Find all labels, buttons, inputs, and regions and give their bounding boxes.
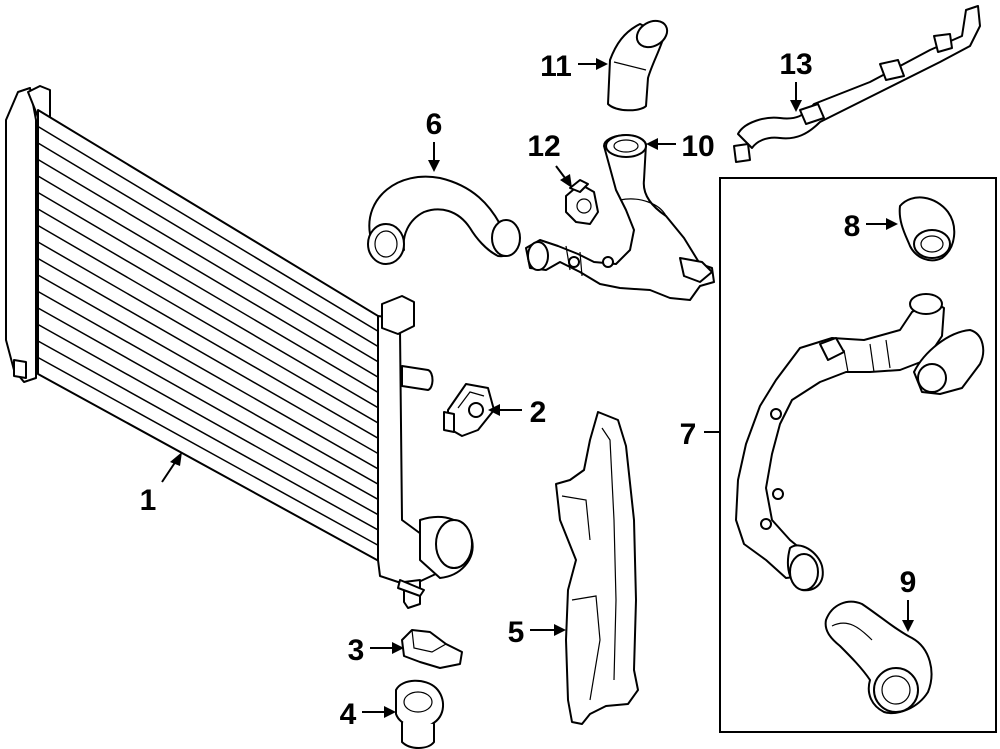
- callout-12: 12: [527, 130, 560, 163]
- core-fin-line: [37, 241, 389, 445]
- air-deflector-part-5: [555, 411, 639, 725]
- assembly-box-part-7: [719, 177, 997, 733]
- hose-part-8: [898, 196, 956, 262]
- hose-part-11: [607, 19, 669, 112]
- intercooler-core: [5, 85, 474, 609]
- clip-part-3: [401, 629, 463, 669]
- callout-13: 13: [779, 48, 812, 81]
- core-fin-line: [37, 356, 389, 552]
- grommet-part-4: [395, 679, 444, 749]
- callout-8: 8: [844, 210, 861, 243]
- core-fin-line: [37, 340, 389, 537]
- line-part-13: [733, 5, 981, 163]
- callout-6: 6: [426, 108, 443, 141]
- pipe-part-10: [525, 134, 715, 301]
- pipe-assembly-part-7: [735, 293, 945, 592]
- core-fin-line: [37, 208, 389, 415]
- callout-5: 5: [508, 616, 525, 649]
- callout-4: 4: [340, 698, 357, 731]
- core-fins: [37, 125, 389, 552]
- callout-9: 9: [900, 566, 917, 599]
- core-fin-line: [37, 290, 389, 491]
- core-fin-line: [37, 191, 389, 399]
- core-fin-line: [37, 257, 389, 460]
- core-fin-line: [37, 224, 389, 430]
- callout-10: 10: [681, 130, 714, 163]
- core-fin-line: [37, 307, 389, 506]
- callout-11: 11: [540, 50, 572, 83]
- callout-3: 3: [348, 634, 365, 667]
- callout-2: 2: [530, 396, 547, 429]
- callout-labels: 1 2 3 4 5 6 7 8 9 10 11 12 13: [140, 48, 917, 731]
- core-fin-line: [37, 158, 389, 369]
- callout-1: 1: [140, 484, 157, 517]
- core-fin-line: [37, 125, 389, 338]
- core-fin-line: [37, 274, 389, 476]
- sensor-part-12: [565, 179, 599, 225]
- hose-part-7-secondary: [913, 329, 985, 395]
- core-fin-line: [37, 323, 389, 521]
- hose-part-9: [824, 600, 933, 714]
- core-fin-line: [37, 175, 389, 384]
- bracket-part-2: [443, 383, 495, 437]
- callout-7: 7: [680, 418, 697, 451]
- hose-part-6: [367, 175, 521, 265]
- core-fin-line: [37, 142, 389, 354]
- callout-leaders: [161, 58, 914, 718]
